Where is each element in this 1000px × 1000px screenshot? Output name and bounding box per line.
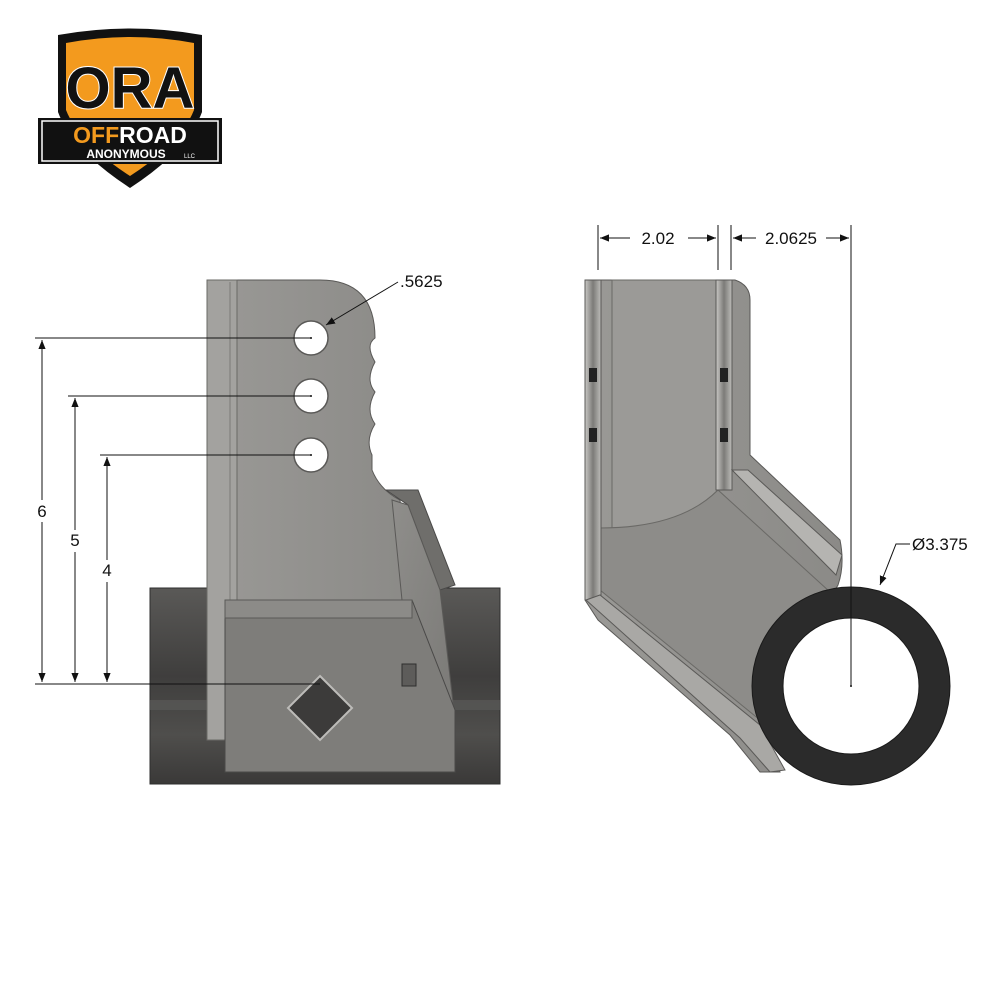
company-logo: ORA OFFROAD ANONYMOUS LLC bbox=[38, 28, 222, 188]
side-dimensions: 2.02 2.0625 Ø3.375 bbox=[597, 225, 968, 686]
dim-height-bottom-hole: 4 bbox=[102, 561, 111, 580]
side-inner-face bbox=[611, 279, 719, 529]
logo-brand-text: ORA bbox=[66, 56, 195, 121]
front-lower-block bbox=[224, 599, 456, 773]
front-gusset bbox=[384, 489, 456, 591]
logo-line1: OFFROAD bbox=[73, 122, 187, 148]
front-small-slot bbox=[401, 663, 417, 687]
logo-banner-border bbox=[41, 120, 219, 162]
dim-width-right: 2.0625 bbox=[765, 229, 817, 248]
logo-line2: ANONYMOUS bbox=[86, 147, 165, 161]
dim-height-middle-hole: 5 bbox=[70, 531, 79, 550]
logo-suffix: LLC bbox=[184, 154, 196, 160]
front-diamond-hole bbox=[286, 674, 354, 742]
front-dimensions: 6 5 4 .5625 bbox=[32, 272, 443, 685]
front-lower-block-top bbox=[224, 599, 413, 619]
logo-line1-accent: OFF bbox=[73, 122, 119, 148]
dim-hole-diameter: .5625 bbox=[400, 272, 443, 291]
dim-tube-diameter: Ø3.375 bbox=[912, 535, 968, 554]
dim-height-top-hole: 6 bbox=[37, 502, 46, 521]
side-bottom-edge bbox=[585, 594, 786, 773]
logo-line1-rest: ROAD bbox=[119, 122, 187, 148]
logo-banner bbox=[38, 118, 222, 164]
side-diag-edge bbox=[730, 469, 843, 576]
side-view bbox=[584, 279, 951, 786]
dim-width-left: 2.02 bbox=[641, 229, 674, 248]
front-view bbox=[149, 279, 501, 785]
side-mid-edge bbox=[715, 279, 733, 491]
